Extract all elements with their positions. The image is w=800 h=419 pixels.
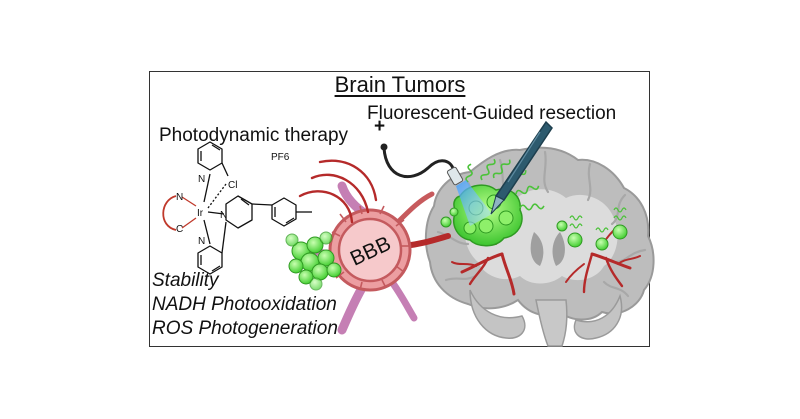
counterion-label: PF6 <box>271 152 290 163</box>
atom-n-center: N <box>220 210 227 221</box>
brain-temporal-lobe-right <box>573 293 623 340</box>
chelate-arc <box>162 195 177 231</box>
cable-connector <box>380 143 388 151</box>
delivery-arrows <box>298 159 378 224</box>
vessel-branch-bottom-right <box>388 278 418 322</box>
fiber-optic-cable <box>382 146 456 179</box>
atom-n-top: N <box>198 174 205 185</box>
vessel-branch-bottom <box>337 283 367 335</box>
small-tumors-right <box>556 207 628 251</box>
surgical-instrument <box>490 120 553 215</box>
brain-ventricle-right <box>552 232 565 266</box>
label-fluorescent-guided-resection: Fluorescent-Guided resection <box>367 103 617 124</box>
bbb-endothelium <box>331 205 410 291</box>
property-ros-photogeneration: ROS Photogeneration <box>152 318 338 339</box>
small-tumors-left <box>440 207 459 228</box>
green-cell-cluster <box>285 231 342 291</box>
chelate-bond-c <box>181 217 197 229</box>
property-nadh-photooxidation: NADH Photooxidation <box>152 294 337 315</box>
iridium-complex-structure <box>197 141 312 275</box>
brain-ventricle-left <box>530 232 544 266</box>
charge-plus-sign: + <box>374 116 386 137</box>
brain-temporal-lobe-left <box>469 289 526 339</box>
pyridine-ring-center <box>225 195 253 229</box>
light-beam <box>456 180 492 226</box>
vessel-branch-to-brain-2 <box>395 191 435 225</box>
figure-frame <box>149 71 650 347</box>
atom-n-bottom: N <box>198 236 205 247</box>
property-stability: Stability <box>152 270 219 291</box>
atom-n-chelate: N <box>176 192 183 203</box>
atom-c-chelate: C <box>176 224 183 235</box>
probe-tip <box>446 166 464 186</box>
atom-cl: Cl <box>228 180 237 191</box>
chelate-bond-n <box>181 196 197 207</box>
label-photodynamic-therapy: Photodynamic therapy <box>159 125 349 146</box>
pyridine-ring-top <box>197 141 223 171</box>
brain-stem <box>535 299 568 347</box>
page-title: Brain Tumors <box>334 72 466 97</box>
bbb-vessel-illustration: BBB <box>298 181 451 335</box>
bbb-vessel-lumen <box>337 217 403 283</box>
atom-ir: Ir <box>197 208 204 219</box>
